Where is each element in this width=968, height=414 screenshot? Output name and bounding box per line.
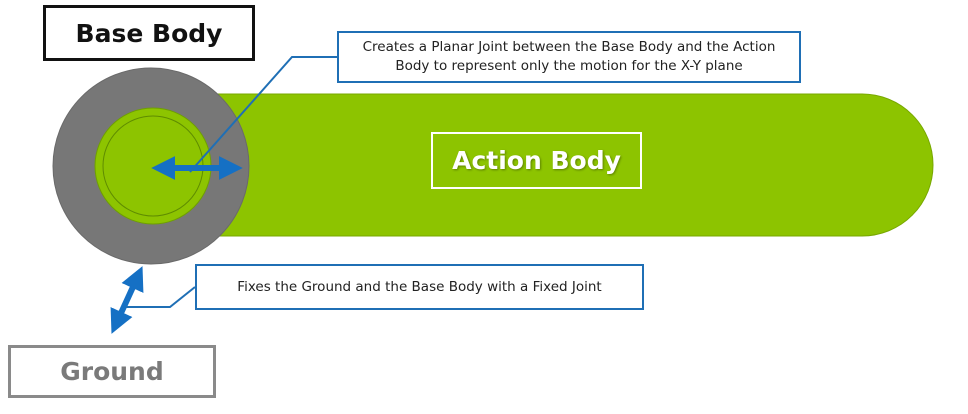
action-body-shape [149,93,934,237]
planar-joint-callout: Creates a Planar Joint between the Base … [337,31,801,83]
fixed-joint-callout: Fixes the Ground and the Base Body with … [195,264,644,310]
base-body-label: Base Body [43,5,255,61]
action-body-label: Action Body [431,132,642,189]
planar-callout-leader [189,56,337,173]
ground-label: Ground [8,345,216,398]
fixed-callout-leader [126,286,196,308]
fixed-joint-arrow [110,266,144,334]
